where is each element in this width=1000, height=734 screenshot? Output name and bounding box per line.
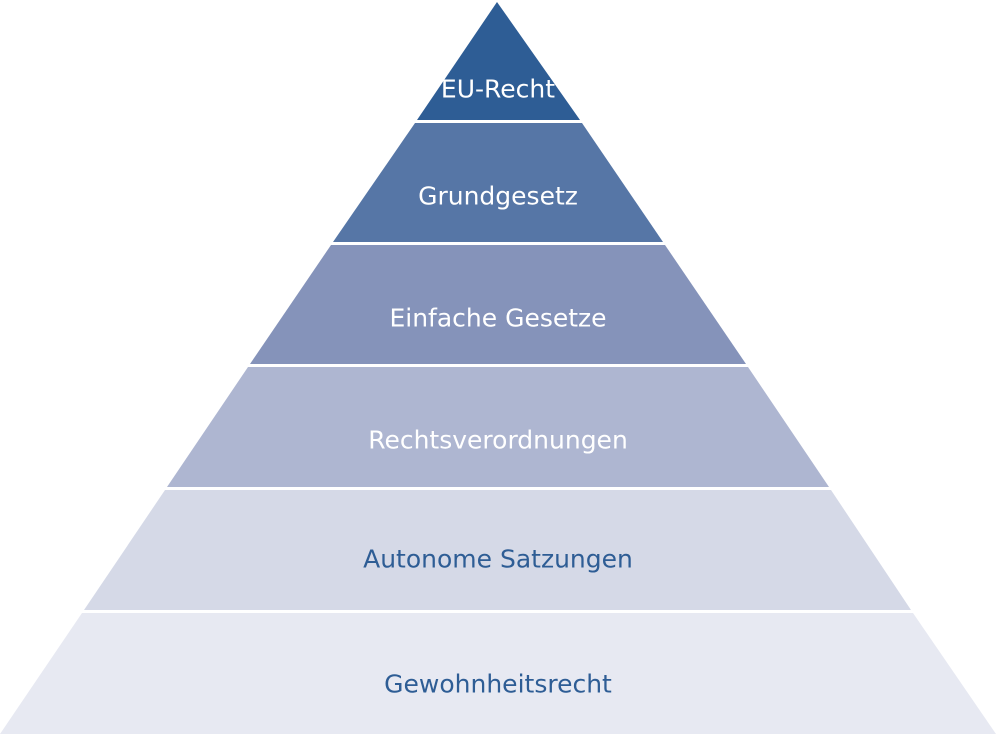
layer-rechtsverordnungen: Rechtsverordnungen [167, 367, 829, 487]
layer-shape-grundgesetz [333, 123, 663, 242]
layer-shape-eu-recht [417, 2, 580, 120]
layer-label-gewohnheitsrecht: Gewohnheitsrecht [384, 670, 612, 699]
layer-shape-gewohnheitsrecht [0, 613, 996, 734]
layer-label-autonome-satzungen: Autonome Satzungen [363, 545, 633, 574]
layer-autonome-satzungen: Autonome Satzungen [84, 490, 911, 610]
layer-gewohnheitsrecht: Gewohnheitsrecht [0, 613, 996, 734]
layer-label-grundgesetz: Grundgesetz [418, 182, 578, 211]
layer-label-rechtsverordnungen: Rechtsverordnungen [368, 426, 628, 455]
layer-shape-einfache-gesetze [250, 245, 746, 364]
layer-einfache-gesetze: Einfache Gesetze [250, 245, 746, 364]
layer-grundgesetz: Grundgesetz [333, 123, 663, 242]
layer-shape-autonome-satzungen [84, 490, 911, 610]
layer-eu-recht: EU-Recht [417, 2, 580, 120]
layer-label-eu-recht: EU-Recht [441, 75, 555, 104]
layer-shape-rechtsverordnungen [167, 367, 829, 487]
layer-label-einfache-gesetze: Einfache Gesetze [389, 304, 606, 333]
